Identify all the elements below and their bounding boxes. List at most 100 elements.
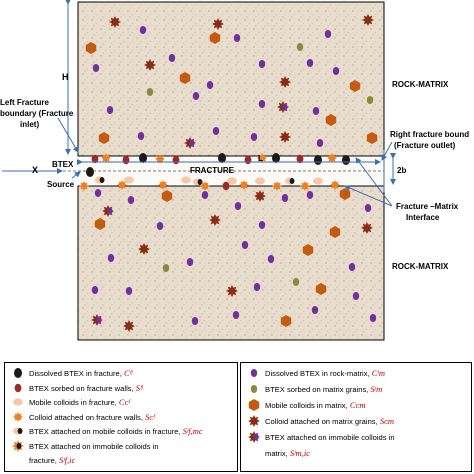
mobile-colloid-matrix bbox=[85, 42, 97, 54]
rock-matrix-bottom-label: ROCK-MATRIX bbox=[392, 262, 449, 271]
red-dot-icon bbox=[11, 381, 25, 395]
legend-row: Mobile colloids in fracture, Cᴄᶠ bbox=[29, 398, 130, 408]
mobile-colloid-fracture bbox=[181, 176, 191, 184]
attached-colloid-matrix bbox=[226, 285, 238, 297]
olive-dot-icon bbox=[247, 382, 261, 396]
legend-row: BTEX attached on immobile colloids in bbox=[29, 442, 159, 451]
attached-colloid-fracture-wall bbox=[300, 181, 310, 191]
mobile-colloid-matrix bbox=[280, 315, 292, 327]
sorbed-btex-fracture-wall bbox=[122, 155, 130, 165]
left-boundary-line-1: Left Fracture bbox=[0, 98, 49, 107]
dissolved-btex-matrix-particle bbox=[191, 317, 199, 325]
legend-text: Colloid attached on fracture walls, bbox=[29, 412, 146, 422]
rock-matrix-bottom-block bbox=[77, 185, 385, 341]
sorbed-btex-fracture-wall bbox=[14, 383, 22, 392]
dissolved-btex-matrix-particle bbox=[258, 100, 266, 108]
btex-on-mobile-colloid-fracture bbox=[285, 177, 295, 185]
peach-oval-icon bbox=[11, 395, 25, 409]
btex-on-immobile-colloid-matrix bbox=[184, 137, 196, 149]
dissolved-btex-matrix-particle bbox=[281, 194, 289, 202]
dissolved-btex-fracture bbox=[14, 368, 22, 378]
sorbed-btex-fracture-wall bbox=[172, 155, 180, 165]
mobile-colloid-fracture bbox=[227, 177, 237, 185]
legend-row: Colloid attached on matrix grains, Sᴄm bbox=[265, 416, 395, 427]
legend-text: Mobile colloids in fracture, bbox=[29, 398, 119, 407]
dissolved-btex-matrix-particle bbox=[306, 59, 314, 67]
legend-row: Dissolved BTEX in fracture, Cᶠʲ bbox=[29, 369, 133, 379]
mobile-colloid-fracture bbox=[313, 177, 323, 185]
mobile-colloid-fracture bbox=[124, 176, 134, 184]
dissolved-btex-matrix-particle bbox=[258, 60, 266, 68]
attached-colloid-matrix bbox=[138, 243, 150, 255]
right-boundary-line-1: Right fracture bound bbox=[390, 130, 470, 139]
dissolved-btex-fracture bbox=[314, 155, 322, 165]
mobile-colloid-fracture bbox=[13, 398, 23, 406]
sorbed-btex-matrix-particle bbox=[296, 43, 304, 51]
fracture-particles bbox=[79, 153, 350, 191]
btex-on-mobile-colloid-fracture bbox=[13, 427, 23, 435]
dissolved-btex-matrix-particle bbox=[234, 202, 242, 210]
rock-matrix-top-label: ROCK-MATRIX bbox=[392, 80, 449, 89]
attached-colloid-fracture-wall bbox=[200, 181, 210, 191]
legend-row: BTEX sorbed on matrix grains, Sʲm bbox=[265, 385, 382, 395]
dissolved-btex-matrix-particle bbox=[206, 81, 214, 89]
sorbed-btex-matrix-particle bbox=[292, 278, 300, 286]
mobile-colloid-matrix bbox=[161, 190, 173, 202]
l-dimension-label: L bbox=[258, 154, 263, 163]
mobile-colloid-matrix bbox=[302, 244, 314, 256]
sorbed-btex-matrix-particle bbox=[250, 385, 258, 393]
legend-symbol: Sᶠʲ bbox=[135, 382, 143, 393]
left-boundary-line-3: inlet) bbox=[20, 120, 40, 129]
legend-symbol: Cʲm bbox=[371, 368, 385, 378]
dissolved-btex-matrix-particle bbox=[267, 255, 275, 263]
legend-text: Dissolved BTEX in rock-matrix, bbox=[265, 369, 372, 378]
dissolved-btex-matrix-particle bbox=[352, 292, 360, 300]
x-axis-label: X bbox=[32, 165, 39, 175]
legend-row: Mobile colloids in matrix, Cᴄm bbox=[265, 401, 365, 411]
two-b-label: 2b bbox=[397, 166, 407, 175]
interface-pointer-2 bbox=[355, 157, 393, 207]
dissolved-btex-fracture bbox=[86, 167, 94, 177]
attached-colloid-fracture-wall bbox=[330, 180, 340, 190]
dissolved-btex-matrix-particle bbox=[201, 191, 209, 199]
sorbed-btex-fracture-wall bbox=[244, 155, 252, 165]
mobile-colloid-matrix bbox=[329, 226, 341, 238]
right-boundary-line-2: (Fracture outlet) bbox=[394, 141, 456, 150]
dissolved-btex-fracture bbox=[342, 155, 350, 165]
legend-text: matrix, bbox=[265, 449, 290, 458]
attached-colloid-matrix bbox=[123, 320, 135, 332]
purple-dot-icon bbox=[247, 366, 261, 380]
rock-matrix-top-block bbox=[77, 1, 385, 157]
btex-on-immobile-colloid-matrix bbox=[277, 101, 289, 113]
legend-symbol: Sᴄᶠ bbox=[145, 411, 155, 422]
attached-colloid-fracture-wall bbox=[239, 180, 249, 190]
mobile-colloid-matrix bbox=[315, 283, 327, 295]
dissolved-btex-matrix-particle bbox=[312, 107, 320, 115]
dissolved-btex-matrix-particle bbox=[348, 263, 356, 271]
legend-text: BTEX attached on mobile colloids in frac… bbox=[29, 427, 183, 436]
interface-line-2: Interface bbox=[406, 213, 440, 222]
btex-source-line-2: Source bbox=[47, 180, 75, 189]
dissolved-btex-matrix-particle bbox=[92, 64, 100, 72]
attached-colloid-matrix bbox=[279, 76, 291, 88]
legend-text: Mobile colloids in matrix, bbox=[265, 401, 350, 410]
dissolved-btex-matrix-particle bbox=[192, 92, 200, 100]
attached-colloid-matrix bbox=[144, 59, 156, 71]
legend-symbol: Sᴄm bbox=[379, 416, 395, 426]
dissolved-btex-matrix-particle bbox=[258, 221, 266, 229]
legend-text: BTEX attached on immobile colloids in bbox=[29, 441, 159, 451]
btex-source-line-1: BTEX bbox=[52, 160, 74, 169]
dissolved-btex-matrix-particle bbox=[316, 139, 324, 147]
matrix-particles-top bbox=[85, 14, 378, 149]
attached-colloid-matrix bbox=[254, 190, 266, 202]
attached-colloid-matrix bbox=[361, 222, 373, 234]
h-dimension-label: H bbox=[62, 72, 69, 82]
dissolved-btex-matrix-particle bbox=[107, 254, 115, 262]
legend-text: Colloid attached on matrix grains, bbox=[265, 417, 380, 426]
left-boundary-line-2: boundary (Fracture bbox=[0, 109, 74, 118]
mobile-colloid-matrix bbox=[94, 218, 106, 230]
dissolved-btex-matrix-particle bbox=[186, 258, 194, 266]
